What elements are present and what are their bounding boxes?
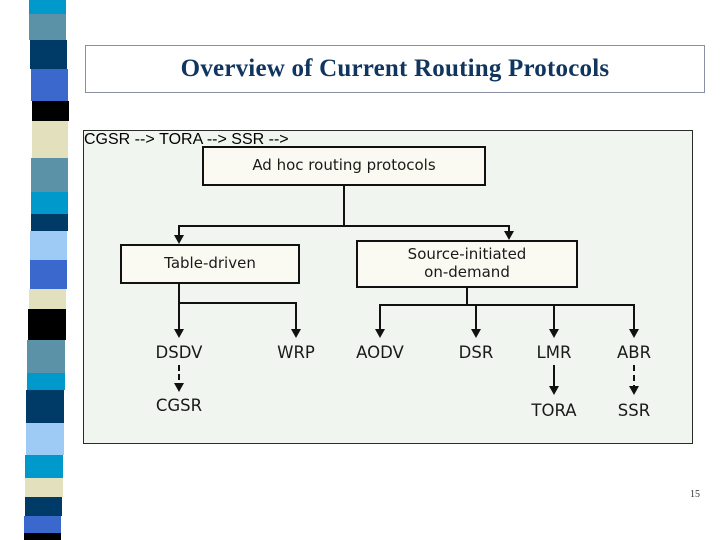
color-stripe bbox=[31, 214, 68, 231]
page-title: Overview of Current Routing Protocols bbox=[180, 55, 610, 82]
color-stripe bbox=[27, 373, 65, 390]
diagram-canvas: Ad hoc routing protocols Table-driven So… bbox=[84, 131, 652, 420]
color-stripe bbox=[25, 455, 63, 478]
leaf-lmr: LMR bbox=[536, 343, 572, 362]
leaf-dsr: DSR bbox=[458, 343, 494, 362]
arrowhead-abr bbox=[629, 329, 639, 338]
node-table-driven-label: Table-driven bbox=[164, 254, 256, 273]
connector-lmr-to-tora-solid bbox=[553, 365, 555, 391]
color-stripe bbox=[32, 101, 69, 121]
color-stripe bbox=[30, 40, 67, 69]
connector-source-to-lmr bbox=[553, 304, 555, 332]
connector-table-to-wrp bbox=[295, 302, 297, 332]
arrowhead-tora bbox=[549, 386, 559, 395]
color-stripe bbox=[31, 192, 68, 214]
node-source-initiated-line1: Source-initiated bbox=[407, 245, 527, 264]
connector-root-stem bbox=[343, 186, 345, 227]
connector-table-driven-bar bbox=[178, 302, 297, 304]
decorative-color-strip bbox=[0, 0, 80, 540]
color-stripe bbox=[24, 533, 61, 540]
color-stripe bbox=[25, 478, 63, 497]
arrowhead-aodv bbox=[375, 329, 385, 338]
leaf-aodv: AODV bbox=[356, 343, 404, 362]
color-stripe bbox=[32, 121, 68, 158]
arrowhead-cgsr bbox=[174, 383, 184, 392]
color-stripe bbox=[26, 390, 64, 423]
node-table-driven: Table-driven bbox=[120, 244, 300, 284]
connector-table-driven-stem bbox=[178, 284, 180, 304]
diagram-frame: Ad hoc routing protocols Table-driven So… bbox=[83, 130, 693, 444]
leaf-tora: TORA bbox=[531, 401, 577, 420]
connector-to-table-driven bbox=[178, 225, 180, 237]
node-source-initiated-line2: on-demand bbox=[424, 263, 510, 281]
node-ad-hoc-routing-protocols: Ad hoc routing protocols bbox=[202, 146, 486, 186]
color-stripe bbox=[27, 340, 65, 373]
connector-to-source-initiated bbox=[508, 225, 510, 233]
arrowhead-ssr bbox=[629, 386, 639, 395]
leaf-ssr: SSR bbox=[617, 401, 651, 420]
color-stripe bbox=[28, 309, 66, 340]
connector-dsdv-to-cgsr-dashed bbox=[178, 365, 180, 389]
color-stripe bbox=[30, 260, 67, 289]
color-stripe bbox=[29, 289, 66, 309]
node-source-initiated-label: Source-initiated on-demand bbox=[407, 245, 527, 281]
connector-root-split-bar bbox=[179, 225, 509, 227]
arrowhead-source-initiated bbox=[504, 231, 514, 240]
arrowhead-wrp bbox=[291, 329, 301, 338]
color-stripe bbox=[25, 497, 62, 516]
page-number: 15 bbox=[690, 489, 700, 500]
leaf-dsdv: DSDV bbox=[155, 343, 203, 362]
arrowhead-table-driven bbox=[174, 235, 184, 244]
arrowhead-dsdv bbox=[174, 329, 184, 338]
color-stripe bbox=[30, 231, 67, 260]
node-source-initiated-on-demand: Source-initiated on-demand bbox=[356, 240, 578, 288]
leaf-wrp: WRP bbox=[277, 343, 315, 362]
arrowhead-lmr bbox=[549, 329, 559, 338]
connector-abr-to-ssr-dashed bbox=[633, 365, 635, 391]
slide-title-box: Overview of Current Routing Protocols bbox=[85, 45, 705, 93]
color-stripe bbox=[26, 423, 64, 455]
node-root-label: Ad hoc routing protocols bbox=[252, 156, 436, 175]
connector-source-bar bbox=[380, 304, 635, 306]
connector-source-to-abr bbox=[633, 304, 635, 332]
color-stripe bbox=[29, 14, 66, 40]
connector-source-to-dsr bbox=[475, 304, 477, 332]
leaf-cgsr: CGSR bbox=[155, 396, 203, 415]
color-stripe bbox=[29, 0, 66, 14]
arrowhead-dsr bbox=[471, 329, 481, 338]
color-stripe bbox=[31, 69, 68, 101]
leaf-abr: ABR bbox=[616, 343, 652, 362]
connector-source-stem bbox=[466, 288, 468, 306]
connector-table-to-dsdv bbox=[178, 302, 180, 332]
color-stripe bbox=[24, 516, 61, 533]
connector-source-to-aodv bbox=[379, 304, 381, 332]
color-stripe bbox=[31, 158, 68, 192]
